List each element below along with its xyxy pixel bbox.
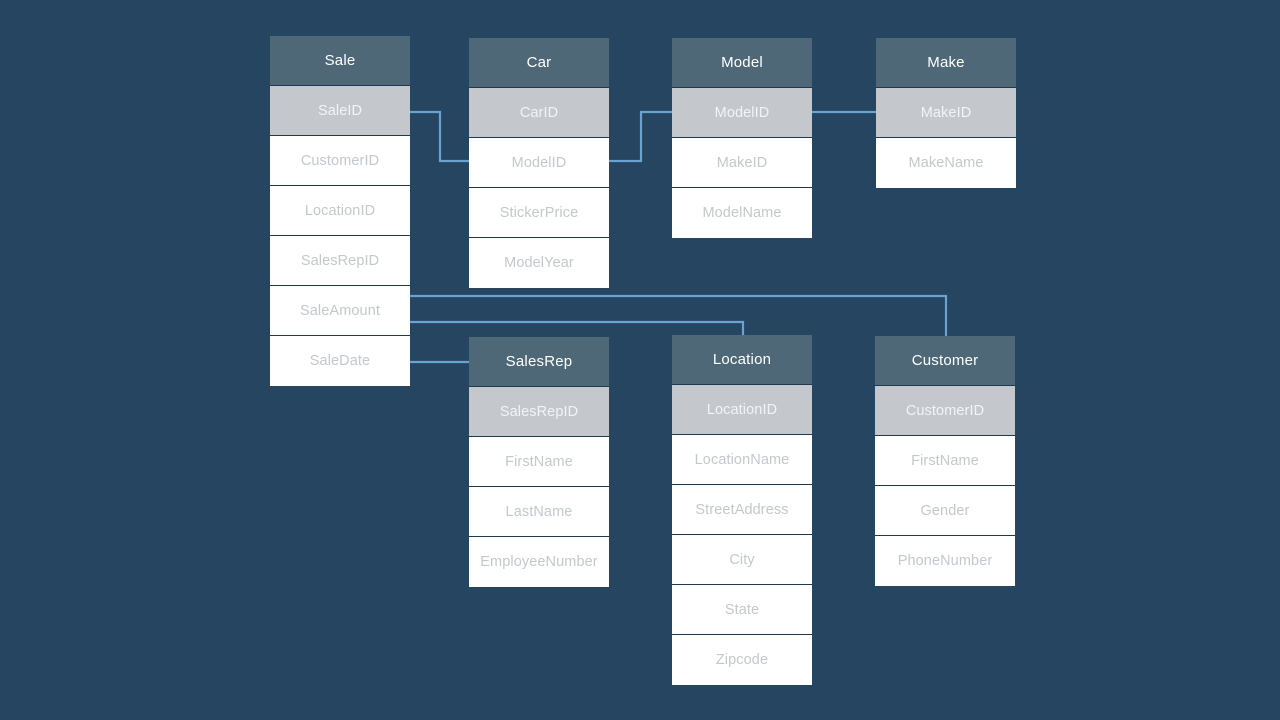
field-car-stickerprice[interactable]: StickerPrice (469, 188, 609, 238)
field-customer-phonenumber[interactable]: PhoneNumber (875, 536, 1015, 586)
field-model-makeid[interactable]: MakeID (672, 138, 812, 188)
field-location-locationname[interactable]: LocationName (672, 435, 812, 485)
field-customer-firstname[interactable]: FirstName (875, 436, 1015, 486)
entity-model[interactable]: Model ModelID MakeID ModelName (672, 38, 812, 238)
field-sale-saledate[interactable]: SaleDate (270, 336, 410, 386)
connector-car-modelid-to-sale-saleid (408, 110, 471, 163)
entity-title-customer: Customer (875, 336, 1015, 386)
field-salesrep-lastname[interactable]: LastName (469, 487, 609, 537)
connector-car-modelid-to-model-modelid (607, 110, 674, 163)
entity-customer[interactable]: Customer CustomerID FirstName Gender Pho… (875, 336, 1015, 586)
entity-title-car: Car (469, 38, 609, 88)
connector-sale-to-customer (408, 294, 948, 338)
field-salesrep-salesrepid[interactable]: SalesRepID (469, 387, 609, 437)
field-location-zipcode[interactable]: Zipcode (672, 635, 812, 685)
field-location-locationid[interactable]: LocationID (672, 385, 812, 435)
entity-car[interactable]: Car CarID ModelID StickerPrice ModelYear (469, 38, 609, 288)
connector-sale-to-location (408, 320, 745, 337)
field-car-carid[interactable]: CarID (469, 88, 609, 138)
entity-sale[interactable]: Sale SaleID CustomerID LocationID SalesR… (270, 36, 410, 386)
field-make-makeid[interactable]: MakeID (876, 88, 1016, 138)
entity-make[interactable]: Make MakeID MakeName (876, 38, 1016, 188)
entity-title-sale: Sale (270, 36, 410, 86)
field-salesrep-firstname[interactable]: FirstName (469, 437, 609, 487)
entity-location[interactable]: Location LocationID LocationName StreetA… (672, 335, 812, 685)
field-car-modelyear[interactable]: ModelYear (469, 238, 609, 288)
field-salesrep-employeenumber[interactable]: EmployeeNumber (469, 537, 609, 587)
field-model-modelname[interactable]: ModelName (672, 188, 812, 238)
field-location-streetaddress[interactable]: StreetAddress (672, 485, 812, 535)
field-customer-customerid[interactable]: CustomerID (875, 386, 1015, 436)
field-make-makename[interactable]: MakeName (876, 138, 1016, 188)
field-car-modelid[interactable]: ModelID (469, 138, 609, 188)
field-sale-saleid[interactable]: SaleID (270, 86, 410, 136)
entity-title-make: Make (876, 38, 1016, 88)
field-sale-locationid[interactable]: LocationID (270, 186, 410, 236)
entity-title-location: Location (672, 335, 812, 385)
entity-title-salesrep: SalesRep (469, 337, 609, 387)
field-customer-gender[interactable]: Gender (875, 486, 1015, 536)
field-sale-salesrepid[interactable]: SalesRepID (270, 236, 410, 286)
field-location-state[interactable]: State (672, 585, 812, 635)
field-sale-customerid[interactable]: CustomerID (270, 136, 410, 186)
field-sale-saleamount[interactable]: SaleAmount (270, 286, 410, 336)
entity-title-model: Model (672, 38, 812, 88)
field-location-city[interactable]: City (672, 535, 812, 585)
entity-salesrep[interactable]: SalesRep SalesRepID FirstName LastName E… (469, 337, 609, 587)
field-model-modelid[interactable]: ModelID (672, 88, 812, 138)
